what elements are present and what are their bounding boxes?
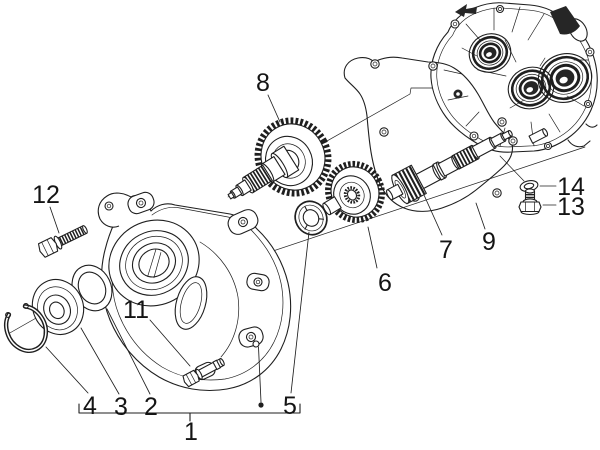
part-8-driven-shaft-gear: [227, 117, 332, 200]
crankcase-housing: [430, 2, 598, 153]
leader-line-4: [45, 346, 89, 394]
part-label-13: 13: [557, 193, 585, 221]
cover-hub-bore: [108, 219, 200, 307]
part-label-2: 2: [144, 393, 158, 421]
part-label-1: 1: [184, 418, 198, 446]
part-4-circlip: [4, 302, 48, 354]
cover-face-edge: [199, 241, 240, 358]
leader-line-12: [49, 206, 60, 234]
part-6-gear-wheel: [322, 160, 385, 224]
cover-lug-top-right: [227, 209, 259, 235]
housing-bottom-lugs: [567, 123, 598, 148]
leader-line-5: [290, 231, 310, 394]
housing-dark-wedge: [550, 6, 580, 35]
part-label-9: 9: [482, 228, 496, 256]
casting-arrow-mark: [455, 4, 477, 17]
gear-cover: [97, 191, 292, 392]
part-label-12: 12: [32, 181, 60, 209]
part-11-stud-bolt: [182, 358, 225, 388]
bracket-item-1: 1: [78, 403, 301, 446]
drive-shaft-pinion: [386, 164, 427, 205]
assembly-dot: [258, 402, 264, 408]
gear8-shaft: [227, 145, 300, 200]
leader-line-2: [106, 308, 151, 395]
part-label-3: 3: [114, 393, 128, 421]
part-12-bolt: [37, 225, 88, 258]
part-label-8: 8: [256, 69, 270, 97]
housing-bearing-upper: [468, 33, 512, 73]
part-label-11: 11: [123, 296, 149, 324]
leader-line-9: [475, 202, 486, 230]
leader-line-8: [267, 94, 281, 123]
leader-line-7: [423, 194, 443, 236]
part-label-7: 7: [439, 236, 453, 264]
leader-line-3: [80, 327, 120, 395]
part-label-5: 5: [283, 392, 297, 420]
part-label-14: 14: [557, 173, 585, 201]
cover-lug-screw: [252, 340, 260, 348]
cover-top-arm: [97, 192, 132, 228]
leader-line-11: [149, 319, 191, 367]
cover-lug-right: [246, 272, 270, 292]
part-5-bearing: [294, 200, 328, 236]
part-label-4: 4: [83, 392, 97, 420]
part-label-6: 6: [378, 269, 392, 297]
part-13-oil-plug-bolt: [518, 188, 542, 216]
housing-flange-holes: [450, 4, 595, 151]
housing-bearing-right: [537, 53, 593, 103]
cover-lug-top-left: [127, 191, 155, 215]
cover-oval-opening: [174, 276, 208, 330]
assembly-dot-line: [258, 346, 262, 403]
leader-line-6: [367, 226, 378, 269]
